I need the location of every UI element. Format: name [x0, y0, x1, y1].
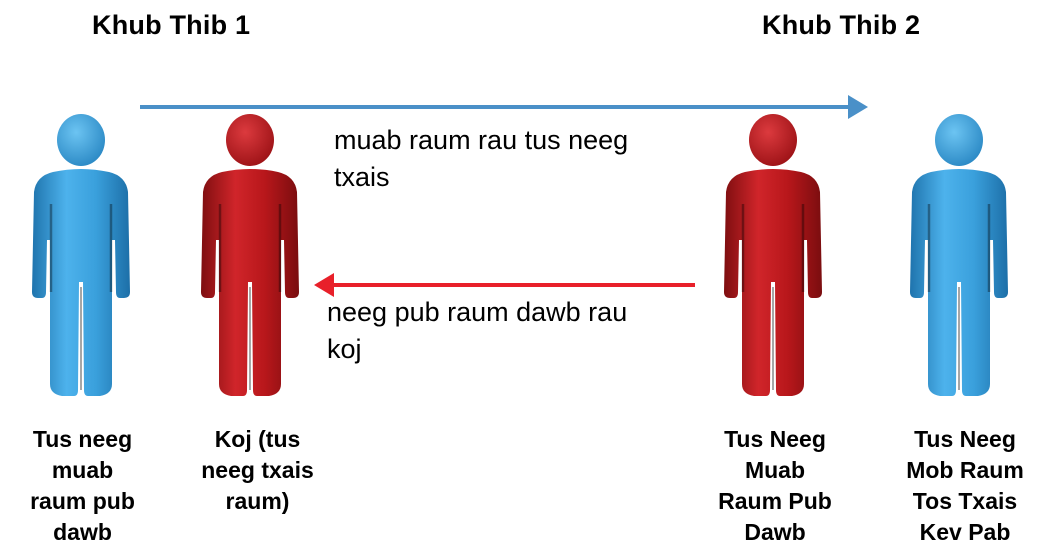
caption-person-4: Tus Neeg Mob Raum Tos Txais Kev Pab — [880, 424, 1050, 548]
top-arrow — [140, 95, 868, 119]
caption-line: Kev Pab — [919, 519, 1011, 545]
group-2-title: Khub Thib 2 — [762, 10, 921, 40]
person-icon-3 — [724, 114, 822, 396]
person-icon-2 — [201, 114, 299, 396]
group-1-title: Khub Thib 1 — [92, 10, 251, 40]
top-arrow-label-line1: muab raum rau tus neeg — [334, 125, 629, 155]
person-icon-1 — [32, 114, 130, 396]
caption-line: raum) — [225, 488, 290, 514]
caption-line: Tus neeg — [32, 426, 133, 452]
top-arrow-label-line2: txais — [334, 162, 390, 192]
bottom-arrow-label: neeg pub raum dawb rau koj — [327, 294, 627, 368]
caption-line: Tus Neeg — [724, 426, 826, 452]
caption-person-1: Tus neeg muab raum pub dawb — [0, 424, 165, 548]
top-arrow-label: muab raum rau tus neeg txais — [334, 122, 628, 196]
bottom-arrow — [314, 273, 695, 297]
caption-line: Koj (tus — [214, 426, 301, 452]
caption-line: Tos Txais — [912, 488, 1018, 514]
bottom-arrow-label-line1: neeg pub raum dawb rau — [327, 297, 628, 327]
caption-line: Dawb — [744, 519, 806, 545]
caption-line: raum pub — [30, 488, 135, 514]
bottom-arrow-label-line2: koj — [327, 334, 362, 364]
caption-line: dawb — [53, 519, 112, 545]
caption-line: Tus Neeg — [914, 426, 1016, 452]
person-icon-4 — [910, 114, 1008, 396]
caption-line: Mob Raum — [906, 457, 1024, 483]
caption-person-3: Tus Neeg Muab Raum Pub Dawb — [695, 424, 855, 548]
caption-line: muab — [51, 457, 114, 483]
caption-person-2: Koj (tus neeg txais raum) — [185, 424, 330, 517]
caption-line: Muab — [744, 457, 806, 483]
caption-line: neeg txais — [201, 457, 314, 483]
caption-line: Raum Pub — [718, 488, 832, 514]
